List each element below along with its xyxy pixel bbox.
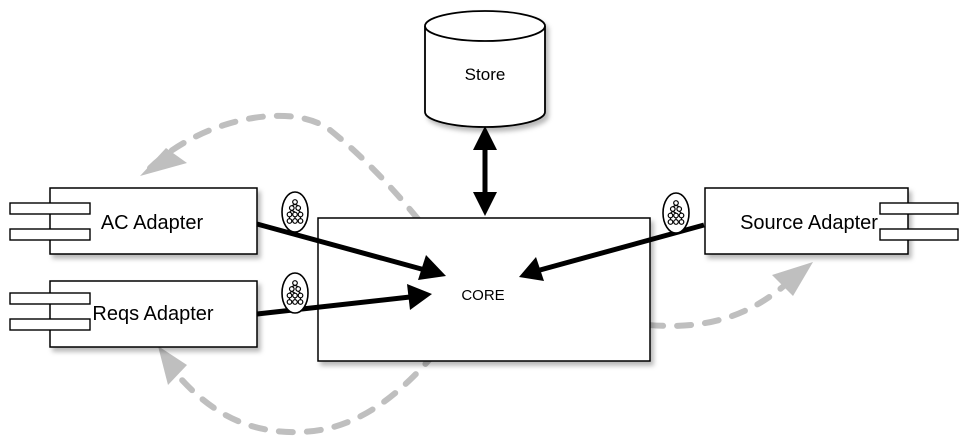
- ac-adapter-arrowhead: [140, 148, 187, 176]
- ac-to-core-arrow: [256, 221, 446, 280]
- source-adapter-component: [704, 187, 959, 255]
- ac-adapter-label: AC Adapter: [101, 212, 204, 234]
- core-box: [317, 217, 651, 362]
- ac-adapter-component: [9, 187, 258, 255]
- reqs-adapter-component: [9, 280, 258, 348]
- reqs-adapter-label: Reqs Adapter: [92, 303, 214, 325]
- source-adapter-arrowhead: [772, 262, 813, 296]
- hierarchy-icon: [281, 272, 309, 314]
- reqs-to-core-arrow: [256, 284, 432, 317]
- store-database: [424, 10, 546, 128]
- store-core-arrow: [473, 126, 497, 216]
- source-adapter-label: Source Adapter: [740, 212, 878, 234]
- reqs-adapter-arrowhead: [158, 346, 187, 385]
- hierarchy-icon: [281, 191, 309, 233]
- core-label: CORE: [461, 287, 504, 304]
- hierarchy-icon: [662, 192, 690, 234]
- store-label: Store: [465, 65, 506, 84]
